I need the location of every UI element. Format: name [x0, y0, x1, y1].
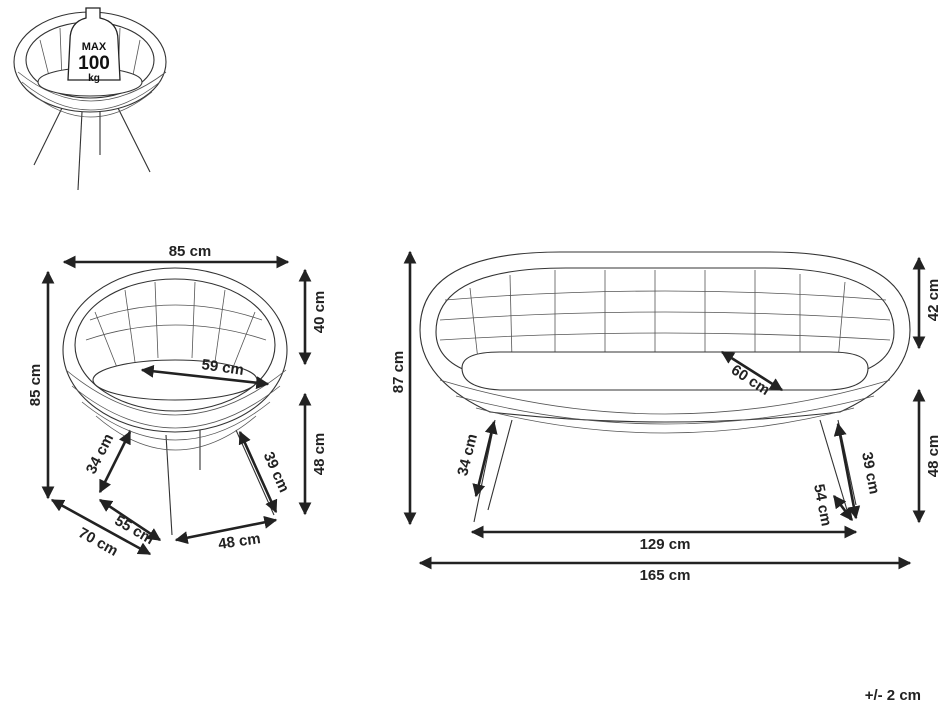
chair-base-width-line: [174, 515, 278, 545]
chair-base-depth-line: [98, 498, 162, 542]
thumbnail-chair: MAX 100 kg: [13, 7, 167, 191]
badge-line3: kg: [88, 73, 100, 84]
chair-back-height-label: 40 cm: [311, 291, 328, 334]
sofa-leg-front-label: 34 cm: [454, 432, 481, 477]
max-weight-badge: MAX 100 kg: [67, 7, 121, 84]
sofa-leg-front-line: [472, 420, 498, 498]
chair-base-width-label: 48 cm: [217, 530, 261, 553]
sofa-height-label: 87 cm: [390, 351, 407, 394]
chair-depth-label: 70 cm: [75, 524, 120, 559]
chair-leg-front-line: [98, 430, 132, 494]
sofa-back-height-label: 42 cm: [925, 279, 942, 322]
sofa-leg-side-label: 39 cm: [858, 451, 883, 496]
sofa-base-width-label: 129 cm: [640, 536, 691, 553]
chair-seat-depth-line: [140, 364, 270, 390]
sofa-width-label: 165 cm: [640, 567, 691, 584]
sofa-drawing: [419, 251, 911, 523]
sofa-seat-height-label: 48 cm: [925, 435, 942, 478]
sofa-leg-depth-label: 54 cm: [810, 483, 835, 528]
chair-seat-depth-label: 59 cm: [200, 356, 244, 379]
chair-width-label: 85 cm: [169, 243, 212, 260]
chair-seat-height-label: 48 cm: [311, 433, 328, 476]
badge-line1: MAX: [82, 41, 107, 53]
badge-line2: 100: [78, 53, 110, 74]
sofa-seat-depth-line: [720, 350, 784, 392]
tolerance-note: +/- 2 cm: [864, 687, 921, 704]
sofa-leg-depth-line: [832, 494, 854, 522]
chair-height-label: 85 cm: [27, 364, 44, 407]
sofa-leg-side-line: [833, 422, 861, 520]
chair-leg-side-line: [238, 430, 278, 514]
armchair-drawing: [62, 267, 288, 536]
